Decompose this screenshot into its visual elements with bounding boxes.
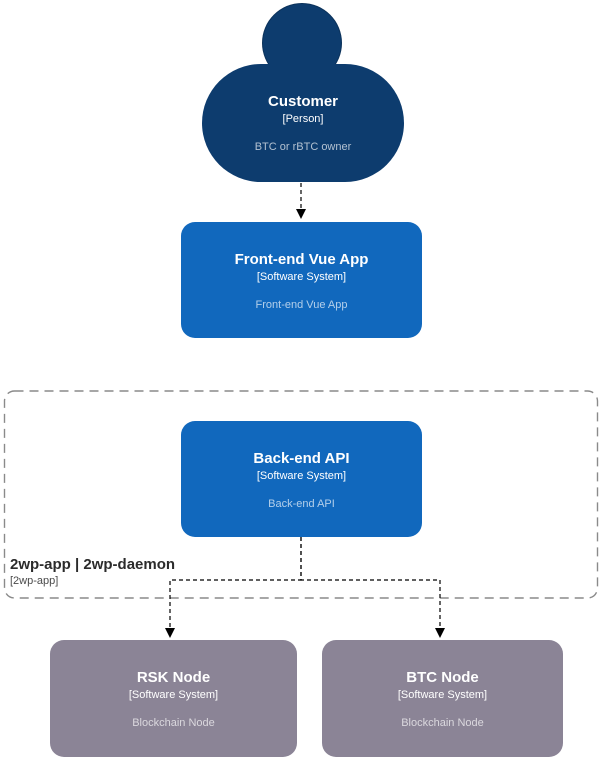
node-description: Blockchain Node xyxy=(401,717,484,729)
node-rsk-node: RSK Node [Software System] Blockchain No… xyxy=(50,640,297,757)
node-title: BTC Node xyxy=(406,669,479,686)
node-frontend-vue-app: Front-end Vue App [Software System] Fron… xyxy=(181,222,422,338)
node-type-label: [Person] xyxy=(282,113,324,125)
node-title: Back-end API xyxy=(253,450,350,467)
boundary-title: 2wp-app | 2wp-daemon xyxy=(10,556,176,573)
edge-customer-frontend xyxy=(296,183,306,219)
arrowhead-icon xyxy=(435,628,445,638)
node-title: RSK Node xyxy=(136,669,211,686)
node-title: Front-end Vue App xyxy=(234,251,369,268)
boundary-label: 2wp-app | 2wp-daemon [2wp-app] xyxy=(10,555,175,588)
node-description: Back-end API xyxy=(268,498,335,510)
node-description: BTC or rBTC owner xyxy=(254,141,352,153)
edge-backend-rsk xyxy=(165,537,302,638)
arrowhead-icon xyxy=(165,628,175,638)
node-type-label: [Software System] xyxy=(397,689,488,701)
node-type-label: [Software System] xyxy=(128,689,219,701)
node-description: Blockchain Node xyxy=(132,717,215,729)
arrowhead-icon xyxy=(296,209,306,219)
node-btc-node: BTC Node [Software System] Blockchain No… xyxy=(322,640,563,757)
edge-backend-btc xyxy=(300,537,445,638)
node-customer: Customer [Person] BTC or rBTC owner xyxy=(202,64,404,182)
node-backend-api: Back-end API [Software System] Back-end … xyxy=(181,421,422,537)
boundary-type-label: [2wp-app] xyxy=(10,575,59,587)
node-type-label: [Software System] xyxy=(256,271,347,283)
node-title: Customer xyxy=(267,93,338,110)
node-type-label: [Software System] xyxy=(256,470,347,482)
node-description: Front-end Vue App xyxy=(255,299,348,311)
